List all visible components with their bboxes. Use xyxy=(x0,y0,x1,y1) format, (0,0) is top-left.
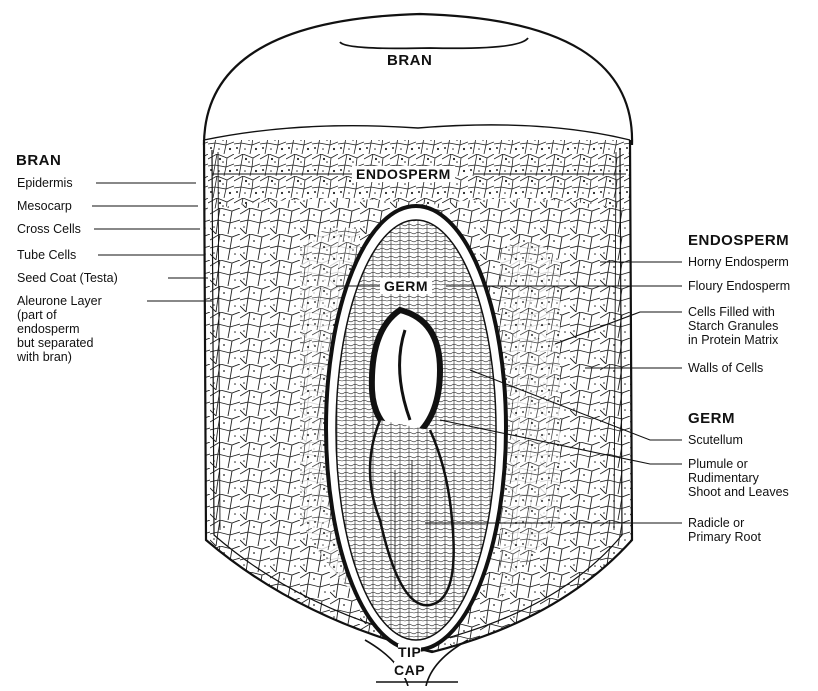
bran-brace xyxy=(340,38,528,48)
label-cross-cells: Cross Cells xyxy=(17,222,81,236)
bran-outline xyxy=(204,14,632,145)
bran-heading-left: BRAN xyxy=(16,152,61,169)
aleurone-line-1: Aleurone Layer xyxy=(17,294,102,308)
tip-label: TIP xyxy=(398,644,421,660)
cells-filled-line-2: Starch Granules xyxy=(688,319,778,333)
radicle-line-1: Radicle or xyxy=(688,516,744,530)
label-seed-coat: Seed Coat (Testa) xyxy=(17,271,118,285)
plumule-line-1: Plumule or xyxy=(688,457,748,471)
endosperm-inner-label: ENDOSPERM xyxy=(352,166,455,182)
label-floury-endosperm: Floury Endosperm xyxy=(688,279,790,293)
cells-filled-line-1: Cells Filled with xyxy=(688,305,775,319)
plumule-line-3: Shoot and Leaves xyxy=(688,485,789,499)
endosperm-heading-right: ENDOSPERM xyxy=(688,232,789,249)
aleurone-line-3: endosperm xyxy=(17,322,80,336)
bran-top-label: BRAN xyxy=(387,52,432,69)
label-scutellum: Scutellum xyxy=(688,433,743,447)
label-walls-of-cells: Walls of Cells xyxy=(688,361,763,375)
radicle-line-2: Primary Root xyxy=(688,530,761,544)
germ-heading-right: GERM xyxy=(688,410,735,427)
label-epidermis: Epidermis xyxy=(17,176,73,190)
aleurone-line-2: (part of xyxy=(17,308,57,322)
cap-label: CAP xyxy=(394,662,425,678)
aleurone-line-5: with bran) xyxy=(17,350,72,364)
label-horny-endosperm: Horny Endosperm xyxy=(688,255,789,269)
germ-inner-label: GERM xyxy=(380,278,432,294)
aleurone-line-4: but separated xyxy=(17,336,93,350)
cells-filled-line-3: in Protein Matrix xyxy=(688,333,778,347)
plumule-line-2: Rudimentary xyxy=(688,471,759,485)
label-tube-cells: Tube Cells xyxy=(17,248,76,262)
label-mesocarp: Mesocarp xyxy=(17,199,72,213)
